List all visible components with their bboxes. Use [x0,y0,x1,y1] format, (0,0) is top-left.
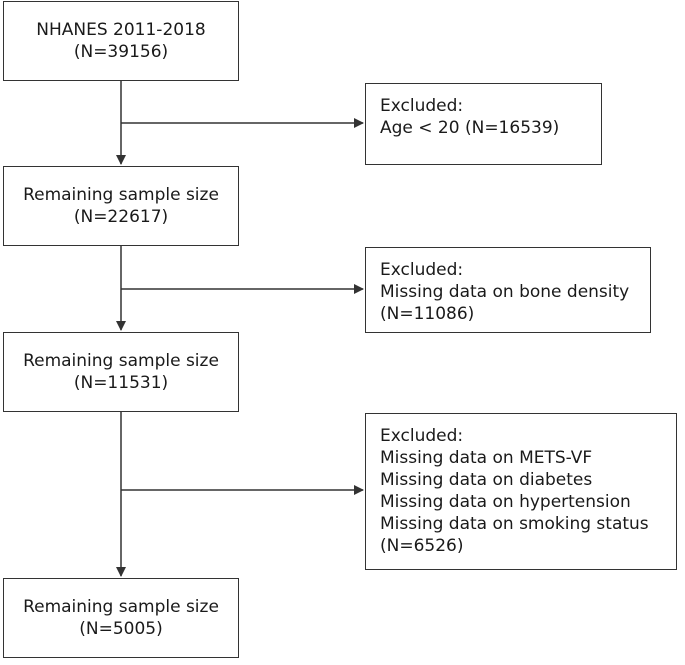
remaining-box-3: Remaining sample size (N=5005) [3,578,239,658]
exclusion-reason: Missing data on hypertension [380,492,631,512]
start-box: NHANES 2011-2018 (N=39156) [3,1,239,81]
exclusion-reason: Missing data on smoking status [380,514,649,534]
exclusion-count: (N=6526) [380,536,464,556]
remaining-title: Remaining sample size [23,185,219,205]
exclusion-box-1: Excluded: Age < 20 (N=16539) [365,83,602,165]
exclusion-reason: Missing data on METS-VF [380,448,593,468]
exclusion-reason: Missing data on bone density [380,282,630,302]
exclusion-heading: Excluded: [380,426,464,446]
remaining-box-2: Remaining sample size (N=11531) [3,332,239,412]
start-title: NHANES 2011-2018 [36,20,206,40]
remaining-count: (N=22617) [73,207,169,227]
exclusion-count: (N=11086) [380,304,475,324]
start-count: (N=39156) [73,42,169,62]
remaining-title: Remaining sample size [23,351,219,371]
remaining-count: (N=11531) [73,373,169,393]
exclusion-box-3: Excluded: Missing data on METS-VF Missin… [365,413,677,570]
remaining-count: (N=5005) [79,619,163,639]
exclusion-heading: Excluded: [380,96,464,116]
remaining-title: Remaining sample size [23,597,219,617]
exclusion-heading: Excluded: [380,260,464,280]
exclusion-reason: Age < 20 (N=16539) [380,118,560,138]
exclusion-reason: Missing data on diabetes [380,470,593,490]
remaining-box-1: Remaining sample size (N=22617) [3,166,239,246]
exclusion-box-2: Excluded: Missing data on bone density (… [365,247,651,333]
